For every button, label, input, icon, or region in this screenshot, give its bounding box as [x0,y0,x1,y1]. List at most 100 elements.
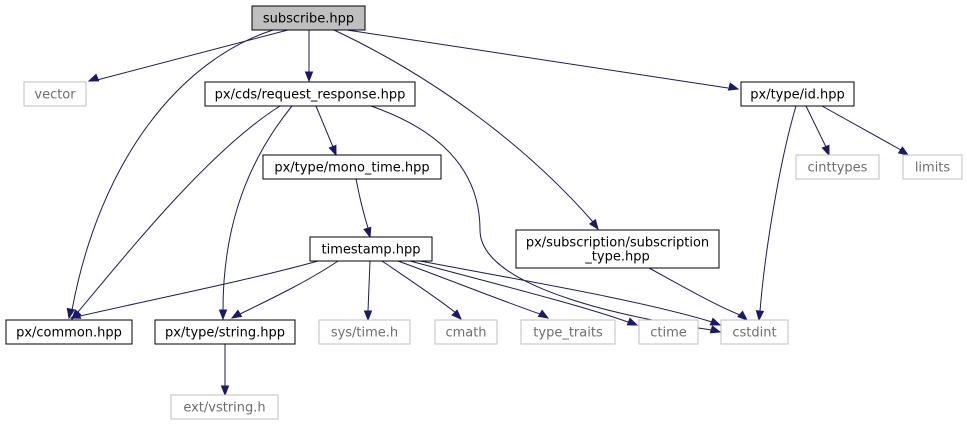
edge-line [222,105,293,311]
node-string[interactable]: px/type/string.hpp [154,319,296,345]
node-subscription-type[interactable]: px/subscription/subscription_type.hpp [515,229,720,269]
arrowhead-icon [737,310,749,321]
node-vstring: ext/vstring.h [170,394,279,420]
node-label: px/cds/request_response.hpp [215,88,406,103]
edge-timestamp-to-ctime [409,260,639,326]
node-box [154,319,296,345]
edge-line [239,260,339,315]
node-label: px/subscription/subscription [526,236,709,251]
edge-string-to-vstring [220,344,230,397]
arrowhead-icon [218,309,228,321]
edge-line [419,260,713,323]
arrowhead-icon [363,310,373,322]
node-request-response[interactable]: px/cds/request_response.hpp [204,81,416,107]
node-label: px/type/id.hpp [750,88,845,103]
node-label: px/common.hpp [16,326,122,341]
node-sys-time: sys/time.h [318,319,411,345]
node-mono-time[interactable]: px/type/mono_time.hpp [262,154,442,180]
edge-timestamp-to-common [69,260,319,319]
edge-line [805,105,827,148]
edge-line [315,105,334,148]
node-box [204,81,416,107]
edge-timestamp-to-sys-time [363,260,373,322]
node-box [23,81,87,107]
edge-mono-time-to-timestamp [355,178,372,239]
node-box [309,236,433,262]
edge-type-id-to-cstdint [755,105,797,322]
edge-line [77,105,281,313]
node-label: cinttypes [808,161,868,176]
node-box [740,81,855,107]
arrowhead-icon [897,146,910,156]
node-label: sys/time.h [331,326,398,341]
node-label: vector [34,88,76,103]
node-label: type_traits [533,326,603,341]
node-limits: limits [902,154,963,180]
arrowhead-icon [363,226,372,239]
edge-request-response-to-cstdint [370,105,722,334]
edge-line [355,178,369,229]
edge-timestamp-to-string [230,260,339,319]
edge-line [71,29,274,311]
edge-subscribe-to-type-id [346,29,740,91]
node-box [520,319,616,345]
node-label: px/type/string.hpp [165,326,285,341]
arrowhead-icon [588,218,599,231]
arrowhead-icon [626,317,639,326]
node-box [902,154,963,180]
edge-type-id-to-cinttypes [805,105,830,157]
node-box [262,154,442,180]
arrowhead-icon [821,144,830,157]
node-cmath: cmath [434,319,498,345]
edge-subscribe-to-request-response [304,30,314,83]
arrowhead-icon [69,310,82,319]
node-label: ctime [650,326,687,341]
edge-request-response-to-common [71,105,281,321]
node-box [170,394,279,420]
node-common[interactable]: px/common.hpp [5,319,133,345]
arrowhead-icon [87,73,100,82]
edge-subscribe-to-common [66,29,274,320]
edge-line [397,260,541,315]
edge-timestamp-to-cmath [381,260,462,320]
node-box [515,229,720,269]
node-cstdint: cstdint [720,319,789,345]
edge-type-id-to-limits [821,105,910,156]
node-label: subscribe.hpp [263,12,354,27]
edge-line [333,29,594,223]
arrowhead-icon [755,310,765,322]
edge-line [409,260,629,323]
node-vector: vector [23,81,87,107]
arrowhead-icon [230,309,243,319]
edge-line [821,105,902,151]
arrowhead-icon [709,317,722,326]
node-timestamp[interactable]: timestamp.hpp [309,236,433,262]
edge-subscription-type-to-cstdint [648,267,749,321]
node-box [251,5,366,31]
node-type-id[interactable]: px/type/id.hpp [740,81,855,107]
edge-line [79,260,319,317]
edge-subscribe-to-subscription-type [333,29,599,231]
node-box [5,319,133,345]
node-box [434,319,498,345]
arrowhead-icon [220,385,230,397]
node-label: cstdint [732,326,776,341]
edge-line [346,29,729,89]
edge-line [96,29,289,81]
node-box [318,319,411,345]
node-type-traits: type_traits [520,319,616,345]
edge-line [648,267,741,316]
arrowhead-icon [328,144,337,157]
arrowhead-icon [66,307,76,320]
node-label: px/type/mono_time.hpp [274,161,429,176]
edge-timestamp-to-cstdint [419,260,722,326]
node-subscribe: subscribe.hpp [251,5,366,31]
node-label: cmath [445,326,486,341]
arrowhead-icon [451,309,462,320]
edge-line [381,260,457,314]
arrowhead-icon [537,309,550,319]
edge-request-response-to-string [218,105,293,321]
node-label: limits [915,161,951,176]
edge-line [759,105,797,312]
